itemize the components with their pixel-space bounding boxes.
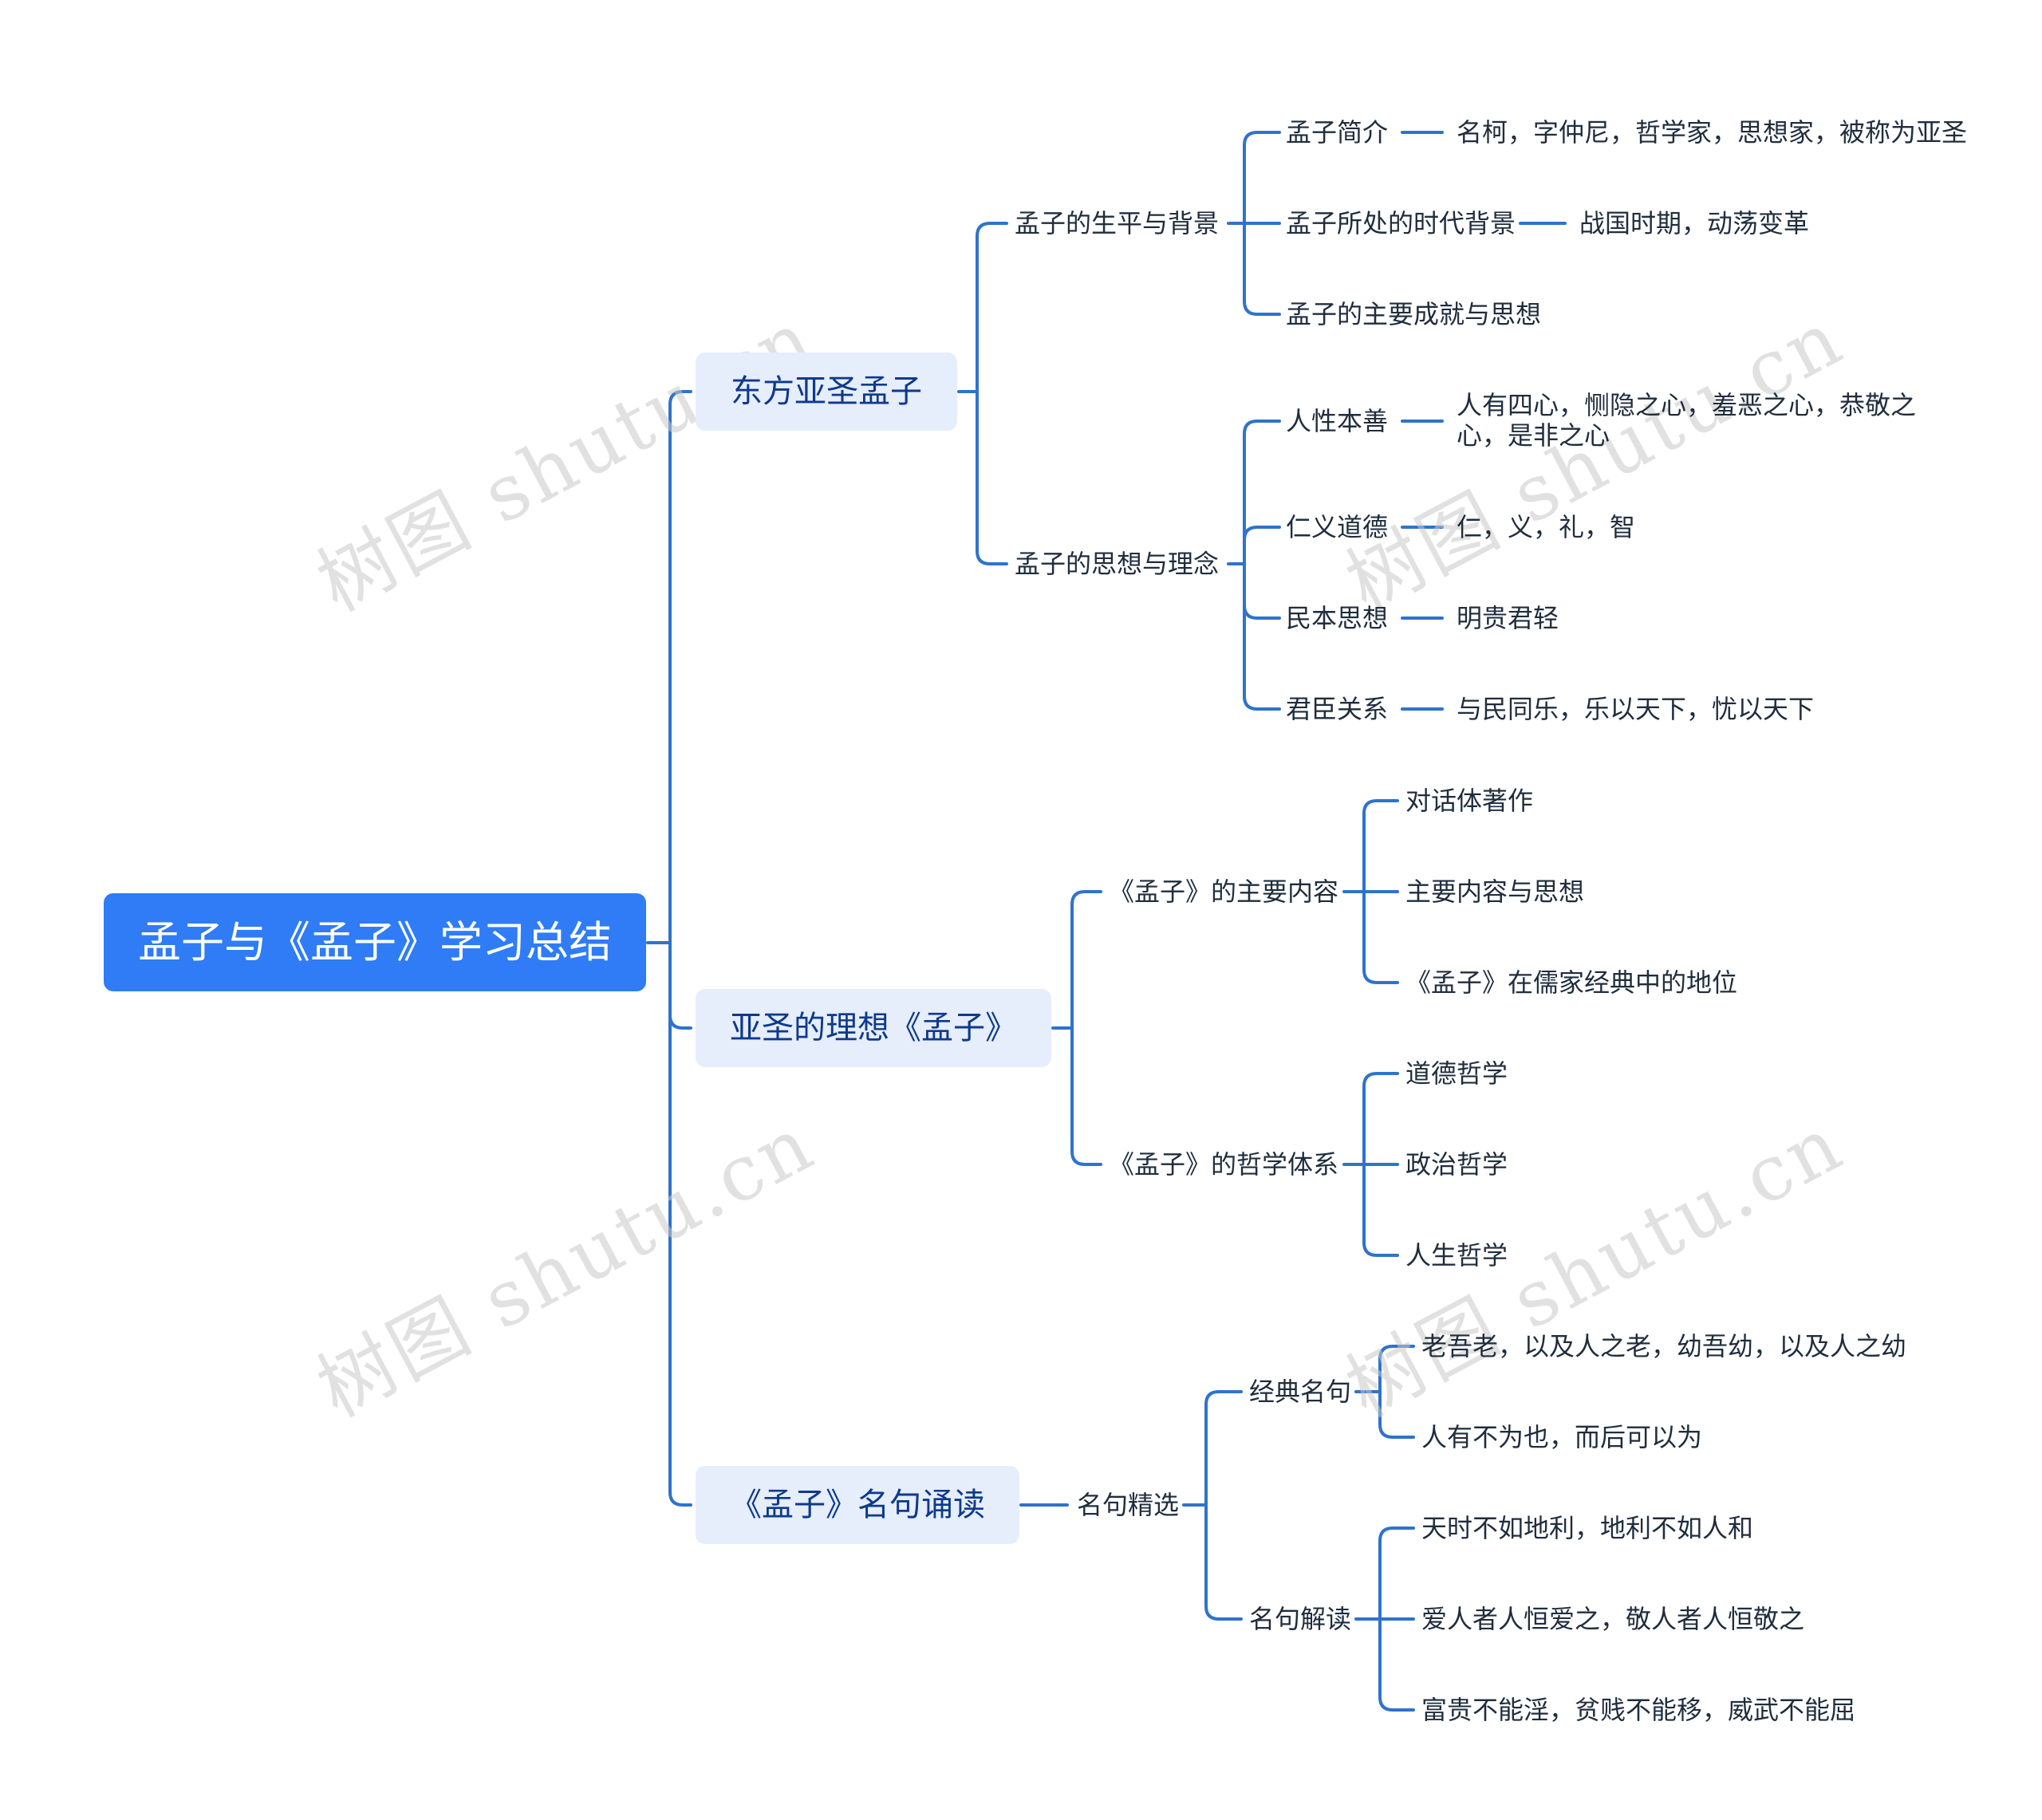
connector-b1-branch bbox=[1070, 1026, 1102, 1166]
connector-b2s0c1-branch bbox=[1378, 1617, 1415, 1712]
connector-b0s1-branch bbox=[1243, 562, 1281, 711]
topic-benevolence[interactable]: 仁义道德 bbox=[1286, 512, 1389, 542]
topic-main-content[interactable]: 《孟子》的主要内容 bbox=[1109, 877, 1339, 907]
connector-b1-branch bbox=[1070, 890, 1102, 1030]
connector-b2s0c1-branch bbox=[1378, 1527, 1415, 1621]
leaf-quote-love-respect[interactable]: 爱人者人恒爱之，敬人者人恒敬之 bbox=[1421, 1604, 1805, 1634]
connector-b0s1-branch bbox=[1243, 526, 1281, 565]
branch-mencius-book[interactable]: 亚圣的理想《孟子》 bbox=[696, 989, 1051, 1067]
connector-b0-branch bbox=[976, 390, 1008, 565]
connector-b1s1-branch bbox=[1362, 1163, 1399, 1257]
leaf-quote-harmony[interactable]: 天时不如地利，地利不如人和 bbox=[1421, 1513, 1754, 1543]
connector-b1s0-branch bbox=[1362, 799, 1399, 893]
connector-root-branch bbox=[668, 941, 692, 1030]
topic-human-nature[interactable]: 人性本善 bbox=[1286, 406, 1389, 436]
topic-selected-quotes[interactable]: 名句精选 bbox=[1077, 1490, 1180, 1520]
connector-b0s1-branch bbox=[1243, 420, 1281, 565]
topic-ruler-subject[interactable]: 君臣关系 bbox=[1286, 694, 1389, 724]
topic-thought-ideas[interactable]: 孟子的思想与理念 bbox=[1015, 549, 1220, 579]
leaf-political-philosophy[interactable]: 政治哲学 bbox=[1405, 1149, 1508, 1180]
connector-b0-branch bbox=[976, 222, 1008, 393]
topic-philosophy-system[interactable]: 《孟子》的哲学体系 bbox=[1109, 1149, 1339, 1180]
detail-benevolence: 仁，义，礼，智 bbox=[1457, 512, 1636, 542]
topic-quote-interpretation[interactable]: 名句解读 bbox=[1249, 1604, 1352, 1634]
connector-b2s0c0-branch bbox=[1378, 1345, 1415, 1393]
detail-era: 战国时期，动荡变革 bbox=[1579, 208, 1810, 238]
connector-b0s0-branch bbox=[1243, 222, 1281, 316]
leaf-dialogue-work[interactable]: 对话体著作 bbox=[1405, 786, 1534, 816]
connector-b2s0-branch bbox=[1204, 1390, 1243, 1507]
topic-people-centered[interactable]: 民本思想 bbox=[1286, 603, 1389, 633]
branch-mencius-life[interactable]: 东方亚圣孟子 bbox=[696, 353, 957, 431]
topic-era-background[interactable]: 孟子所处的时代背景 bbox=[1286, 208, 1516, 238]
root-topic[interactable]: 孟子与《孟子》学习总结 bbox=[104, 893, 646, 991]
topic-life-background[interactable]: 孟子的生平与背景 bbox=[1015, 208, 1220, 238]
connector-b0s1-branch bbox=[1243, 562, 1281, 620]
leaf-moral-philosophy[interactable]: 道德哲学 bbox=[1405, 1058, 1508, 1089]
connector-b2s0-branch bbox=[1204, 1503, 1243, 1621]
connector-b1s0-branch bbox=[1362, 890, 1399, 984]
leaf-quote-integrity[interactable]: 富贵不能淫，贫贱不能移，威武不能屈 bbox=[1421, 1695, 1856, 1725]
leaf-life-philosophy[interactable]: 人生哲学 bbox=[1405, 1240, 1508, 1270]
connector-b2s0c0-branch bbox=[1378, 1390, 1415, 1439]
leaf-quote-restraint[interactable]: 人有不为也，而后可以为 bbox=[1421, 1422, 1703, 1452]
topic-classic-quotes[interactable]: 经典名句 bbox=[1249, 1377, 1352, 1407]
topic-achievements[interactable]: 孟子的主要成就与思想 bbox=[1286, 299, 1542, 329]
detail-ruler-subject: 与民同乐，乐以天下，忧以天下 bbox=[1457, 694, 1815, 724]
connector-b0s0-branch bbox=[1243, 131, 1281, 225]
leaf-quote-elders[interactable]: 老吾老，以及人之老，幼吾幼，以及人之幼 bbox=[1421, 1331, 1907, 1361]
leaf-main-thought[interactable]: 主要内容与思想 bbox=[1405, 877, 1585, 907]
connector-b1s1-branch bbox=[1362, 1072, 1399, 1166]
detail-people-centered: 明贵君轻 bbox=[1457, 603, 1559, 633]
branch-famous-quotes[interactable]: 《孟子》名句诵读 bbox=[696, 1466, 1019, 1544]
detail-intro: 名柯，字仲尼，哲学家，思想家，被称为亚圣 bbox=[1457, 117, 1968, 148]
leaf-confucian-status[interactable]: 《孟子》在儒家经典中的地位 bbox=[1405, 967, 1738, 998]
detail-human-nature: 人有四心，恻隐之心，羞恶之心，恭敬之心，是非之心 bbox=[1457, 390, 1917, 451]
topic-intro[interactable]: 孟子简介 bbox=[1286, 117, 1389, 148]
connector-root-branch bbox=[668, 941, 692, 1507]
connector-root-branch bbox=[668, 390, 692, 944]
